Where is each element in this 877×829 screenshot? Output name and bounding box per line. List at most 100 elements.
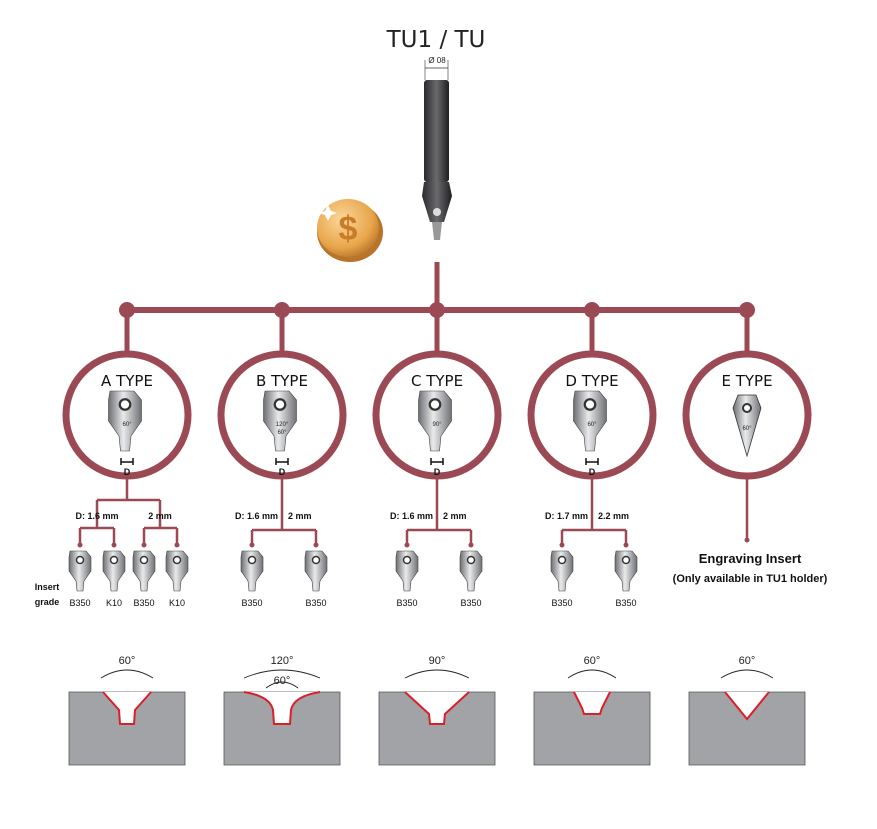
groove-profile: 90° xyxy=(378,655,496,766)
node-dot xyxy=(119,302,135,318)
type-tree: A TYPE 60° D D: 1.6 mm B350 K10 2 mm B350 K10 Ins… xyxy=(35,262,828,766)
groove-edge xyxy=(243,691,321,725)
shank-diameter-label: Ø 08 xyxy=(428,56,446,65)
type-e-group: E TYPE 60° Engraving Insert (Only available… xyxy=(673,302,828,766)
groove-profile: 60° xyxy=(68,655,186,766)
insert-icon xyxy=(165,550,189,592)
size-label: D: 1.7 mm xyxy=(545,511,588,521)
groove-angle-label: 90° xyxy=(429,655,446,667)
insert-hole-icon xyxy=(273,398,287,411)
groove-angle-label: 60° xyxy=(119,655,136,667)
type-label: A TYPE xyxy=(101,372,153,390)
groove-profile: 60° xyxy=(688,655,806,766)
grade-label: B350 xyxy=(133,598,154,608)
grade-label: B350 xyxy=(305,598,326,608)
d-label: D xyxy=(279,467,286,477)
size-label: D: 1.6 mm xyxy=(390,511,433,521)
insert-hole-icon xyxy=(247,555,257,565)
grade-label: B350 xyxy=(396,598,417,608)
d-dimension-icon xyxy=(430,458,444,465)
engraving-insert-icon xyxy=(732,394,762,458)
workpiece-block xyxy=(533,691,651,766)
type-label: E TYPE xyxy=(721,372,772,390)
engraving-insert-title: Engraving Insert xyxy=(699,551,802,566)
dollar-coin-icon: $ xyxy=(317,199,383,262)
insert-hole-icon xyxy=(109,555,119,565)
insert-icon xyxy=(263,390,297,452)
groove-profile: 120° 60° xyxy=(223,655,341,766)
insert-icon xyxy=(304,550,328,592)
angle-arc xyxy=(404,669,470,679)
insert-icon xyxy=(550,550,574,592)
type-label: C TYPE xyxy=(411,372,463,390)
insert-hole-icon xyxy=(139,555,149,565)
grade-label: B350 xyxy=(69,598,90,608)
groove-cut xyxy=(103,692,151,724)
sub-branch-line xyxy=(142,500,179,543)
tool-holder: Ø 08 xyxy=(422,56,452,240)
groove-cut xyxy=(725,692,769,719)
groove-angle-label: 120° xyxy=(271,655,294,667)
grade-label: B350 xyxy=(460,598,481,608)
insert-hole-icon xyxy=(311,555,321,565)
groove-edge xyxy=(724,691,770,721)
d-label: D xyxy=(124,467,131,477)
svg-text:$: $ xyxy=(339,210,358,248)
insert-icon xyxy=(240,550,264,592)
groove-edge xyxy=(573,691,611,715)
tip-angle-label: 60° xyxy=(587,422,597,428)
sub-branch-line xyxy=(78,500,116,543)
branch-line xyxy=(560,478,628,543)
size-label: 2 mm xyxy=(288,511,312,521)
node-dot xyxy=(429,302,445,318)
angle-arc xyxy=(100,669,154,679)
insert-hole-icon xyxy=(75,555,85,565)
insert-hole-icon xyxy=(428,398,442,411)
groove-edge xyxy=(102,691,152,725)
size-label: 2.2 mm xyxy=(598,511,629,521)
groove-angle-label: 60° xyxy=(739,655,756,667)
grade-label: B350 xyxy=(241,598,262,608)
type-label: D TYPE xyxy=(565,372,618,390)
size-label: 2 mm xyxy=(148,511,172,521)
insert-icon xyxy=(108,390,142,452)
groove-angle-label: 60° xyxy=(584,655,601,667)
insert-icon xyxy=(395,550,419,592)
node-dot xyxy=(274,302,290,318)
type-c-group: C TYPE 90° D D: 1.6 mm 2 mm B350 B350 90° xyxy=(372,302,502,766)
branch-line xyxy=(97,478,160,502)
insert-icon xyxy=(68,550,92,592)
groove-angle-label-inner: 60° xyxy=(274,675,291,687)
grade-label: B350 xyxy=(551,598,572,608)
d-label: D xyxy=(434,467,441,477)
groove-edge xyxy=(404,691,470,725)
insert-hole-icon xyxy=(172,555,182,565)
insert-hole-icon xyxy=(466,555,476,565)
insert-icon xyxy=(418,390,452,452)
tip-angle-label: 90° xyxy=(432,422,442,428)
branch-line xyxy=(250,478,318,543)
type-label: B TYPE xyxy=(256,372,308,390)
d-dimension-icon xyxy=(120,458,134,465)
insert-icon xyxy=(459,550,483,592)
angle-arc-inner xyxy=(265,681,299,689)
grade-label: K10 xyxy=(169,598,185,608)
groove-cut xyxy=(244,692,320,724)
grade-label: K10 xyxy=(106,598,122,608)
size-label: 2 mm xyxy=(443,511,467,521)
insert-grade-label: Insert xyxy=(35,582,60,592)
tip-angle-label: 120° xyxy=(276,422,289,428)
insert-hole-icon xyxy=(402,555,412,565)
node-dot xyxy=(739,302,755,318)
d-dimension-icon xyxy=(275,458,289,465)
insert-icon xyxy=(132,550,156,592)
insert-hole-icon xyxy=(583,398,597,411)
insert-hole-icon xyxy=(621,555,631,565)
insert-hole-icon xyxy=(118,398,132,411)
insert-icon xyxy=(102,550,126,592)
engraving-insert-note: (Only available in TU1 holder) xyxy=(673,573,828,585)
grade-label: B350 xyxy=(615,598,636,608)
